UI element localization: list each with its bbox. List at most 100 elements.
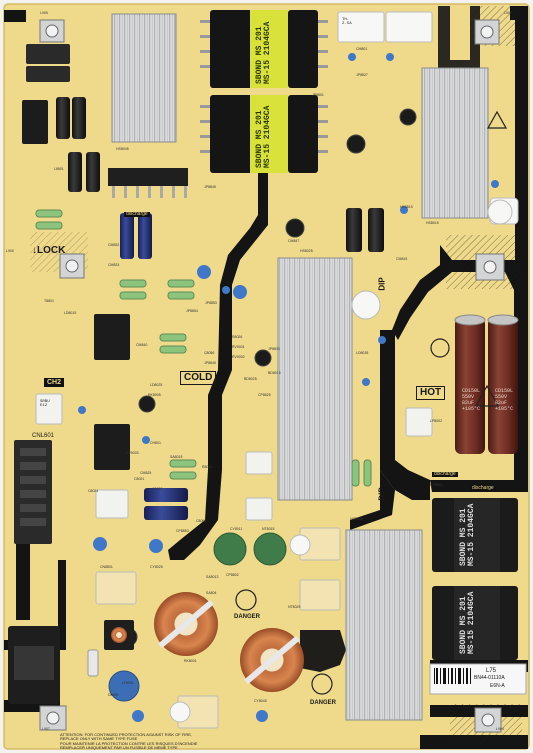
- ref-designator: NT8025: [288, 605, 301, 609]
- ref-designator: CM847: [288, 239, 300, 243]
- discharge-label-2: discharge: [432, 471, 458, 477]
- cnl601-label: CNL601: [32, 433, 55, 439]
- ref-designator: HS8035: [350, 517, 363, 521]
- ref-designator: C8024: [88, 489, 99, 493]
- ref-designator: CP8825: [258, 393, 271, 397]
- dip-label-2: DIP: [377, 487, 387, 501]
- ref-designator: CM815: [396, 257, 408, 261]
- ref-designator: RK8001: [184, 659, 197, 663]
- ref-designator: CM801: [356, 47, 368, 51]
- ref-designator: JP8801: [312, 93, 324, 97]
- ref-designator: HS8815: [400, 205, 413, 209]
- ref-designator: CM840: [136, 343, 148, 347]
- heatsink-center: [277, 257, 353, 501]
- relay-text: TH-2.5A: [342, 18, 352, 26]
- ref-designator: LP8002: [430, 419, 443, 423]
- transformers: [200, 10, 518, 660]
- heatsink-top-left: [111, 13, 177, 143]
- ref-designator: C8021: [134, 477, 145, 481]
- danger-label-2: DANGER: [310, 700, 337, 706]
- ref-designator: JP8827: [356, 73, 368, 77]
- ics-and-chips: [22, 44, 134, 650]
- heatsink-top-right: [421, 67, 489, 219]
- board-code: L75: [486, 668, 497, 674]
- ref-designator: D8905: [108, 693, 119, 697]
- lock-label: ↓LOCK: [32, 245, 66, 256]
- ref-designator: JP8830: [268, 347, 280, 351]
- ref-designator: CM833: [108, 263, 120, 267]
- cold-label: COLD: [180, 371, 217, 385]
- ref-designator: RV9001: [232, 345, 245, 349]
- ref-designator: R8025: [202, 465, 213, 469]
- ref-designator: R8026: [232, 335, 243, 339]
- ref-designator: C8023: [152, 487, 163, 491]
- ref-designator: CP8853: [176, 529, 189, 533]
- ref-designator: CN8801: [100, 565, 113, 569]
- dip-label-1: DIP: [377, 277, 387, 291]
- ref-designator: HS8025: [300, 249, 313, 253]
- ref-designator: SA8013: [206, 575, 219, 579]
- ref-designator: RK8005: [148, 393, 161, 397]
- ref-designator: LF8001: [122, 681, 134, 685]
- discharge-label-3: discharge: [470, 485, 496, 491]
- ref-designator: L8801: [54, 167, 64, 171]
- ref-designator: CH801: [150, 441, 161, 445]
- ref-designator: CP8801: [430, 483, 443, 487]
- relays-and-film-caps: [35, 11, 519, 729]
- ref-designator: L904: [496, 727, 504, 731]
- ref-designator: T8801: [44, 299, 54, 303]
- ref-designator: CY8045: [254, 699, 267, 703]
- ref-designator: JP8845: [204, 185, 216, 189]
- ref-designator: CM825: [140, 471, 152, 475]
- hot-label: HOT: [416, 386, 446, 400]
- ref-designator: LD8025: [150, 383, 163, 387]
- ref-designator: NT8015: [262, 527, 275, 531]
- ref-designator: LD8035: [356, 351, 369, 355]
- ref-designator: HS8045: [116, 147, 129, 151]
- ch2-label: CH2: [44, 378, 65, 387]
- safety-symbols: [235, 110, 508, 695]
- ref-designator: C8062: [196, 519, 207, 523]
- heatsinks: [111, 13, 489, 721]
- connectors: [8, 168, 188, 704]
- ref-designator: CY8011: [230, 527, 243, 531]
- discharge-label-1: discharge: [124, 211, 150, 217]
- ref-designator: HS8015: [426, 221, 439, 225]
- ceramic-caps: [78, 53, 499, 722]
- ref-designator: SA804: [206, 591, 217, 595]
- ref-designator: CP8802: [226, 573, 239, 577]
- mounting-holes: [39, 19, 505, 733]
- bulk-capacitors: [454, 314, 519, 454]
- ref-designator: RV9002: [232, 355, 245, 359]
- ref-designator: CY8025: [150, 565, 163, 569]
- ref-designator: JP8854: [186, 309, 198, 313]
- ref-designator: SA8015: [170, 455, 183, 459]
- ref-designator: BD8015: [268, 371, 281, 375]
- ref-designator: BD8025: [244, 377, 257, 381]
- ref-designator: CM832: [108, 243, 120, 247]
- board-version: E6N-A: [490, 683, 505, 689]
- ref-designator: RV9003: [126, 451, 139, 455]
- ref-designator: JP8853: [205, 301, 217, 305]
- ref-designator: L907: [42, 727, 50, 731]
- board-model: BN44-01110A: [474, 675, 505, 681]
- ref-designator: L906: [504, 11, 512, 15]
- resistors: [35, 209, 372, 487]
- ref-designator: JP8840: [204, 361, 216, 365]
- ref-designator: LD8015: [64, 311, 77, 315]
- heatsink-bottom: [345, 529, 423, 721]
- ref-designator: C8056: [204, 351, 215, 355]
- ref-designator: L900: [6, 249, 14, 253]
- common-mode-chokes: [154, 592, 304, 692]
- fuse-warning-text: ATTENTION: FOR CONTINUED PROTECTION AGAI…: [60, 732, 198, 751]
- fuse: [87, 649, 99, 677]
- ref-designator: L905: [40, 11, 48, 15]
